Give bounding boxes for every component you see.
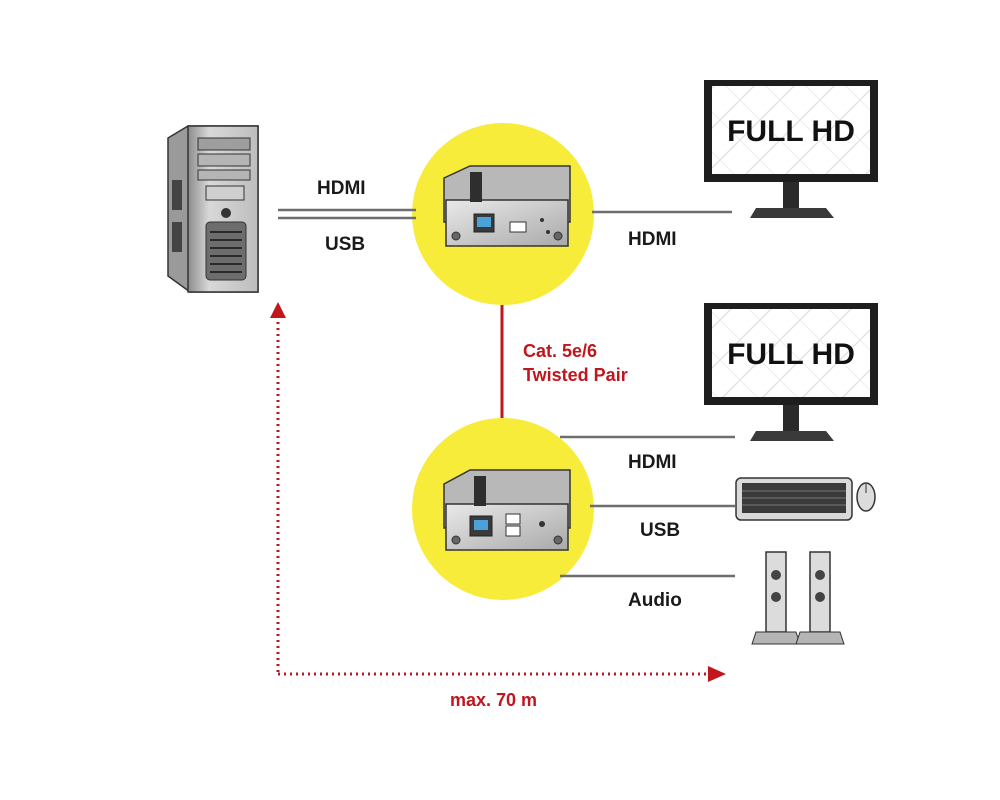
speaker-right [795,551,845,645]
label-tx-usb: USB [325,234,365,255]
tx-input-cables [278,208,416,220]
speakers [751,551,845,645]
monitor-bottom: FULL HD [704,303,878,441]
label-rx-hdmi: HDMI [628,452,677,473]
receiver-device [443,469,571,551]
transmitter-device [443,165,571,247]
label-distance: max. 70 m [450,690,537,710]
monitor-top: FULL HD [704,80,878,218]
distance-indicator [270,302,726,682]
label-tx-output-hdmi: HDMI [628,229,677,250]
monitor-bottom-screen-text: FULL HD [727,338,855,371]
label-rx-usb: USB [640,520,680,541]
label-rx-audio: Audio [628,590,682,611]
mouse [856,482,876,512]
label-cable-line2: Twisted Pair [523,365,628,385]
label-cable-line1: Cat. 5e/6 [523,341,597,361]
pc-tower [167,125,259,293]
monitor-top-screen-text: FULL HD [727,115,855,148]
speaker-left [751,551,801,645]
keyboard [735,477,853,521]
label-tx-hdmi: HDMI [317,178,366,199]
